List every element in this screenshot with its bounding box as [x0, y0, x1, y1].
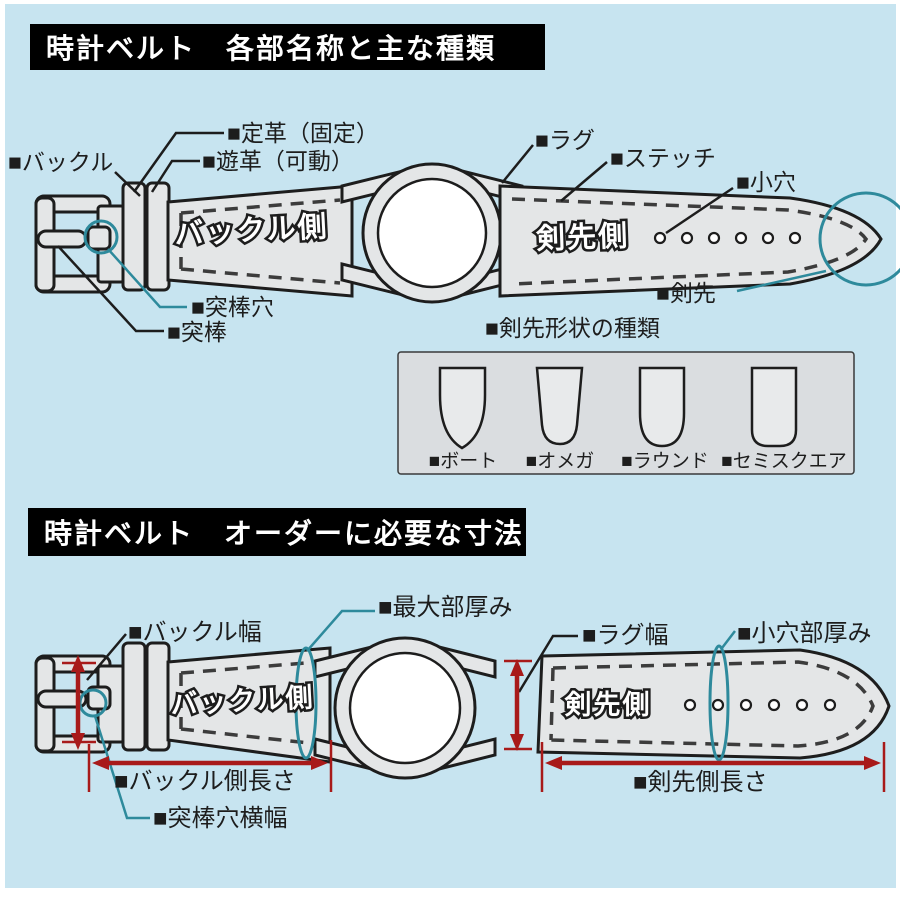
- movable-keeper-callout-line: [150, 159, 200, 193]
- fixed-keeper-callout-line: [132, 131, 224, 193]
- section2-title: 時計ベルト オーダーに必要な寸法: [44, 517, 524, 549]
- fixed-keeper-label: ■定革（固定）: [227, 120, 379, 146]
- tongue-hole-circle: [83, 219, 119, 255]
- shape-boat: [438, 366, 487, 450]
- tip-side-word2: 剣先側: [564, 690, 652, 720]
- section1-title-bar: [30, 24, 545, 70]
- section2: 時計ベルト オーダーに必要な寸法: [28, 508, 891, 832]
- tip-side-length-label: ■剣先側長さ: [633, 769, 768, 796]
- small-holes-callout-line: [665, 186, 734, 235]
- case-face2: [348, 651, 462, 765]
- buckle-callout-line: [114, 171, 141, 197]
- tongue-hole-label: ■突棒穴: [191, 294, 274, 320]
- tip-label: ■剣先: [656, 280, 716, 306]
- tip-side-word: 剣先側: [535, 219, 630, 255]
- tip-highlight-circle: [818, 191, 900, 287]
- watch-case-top: [340, 162, 524, 304]
- hole-thickness-ellipse: [708, 644, 730, 762]
- max-thickness-callout-line: [306, 609, 375, 652]
- buckle-side-stitch: [179, 198, 341, 285]
- keeper2b: [145, 641, 171, 752]
- shape-omega-label: ■オメガ: [526, 450, 594, 472]
- stitch-callout-line: [560, 161, 608, 202]
- shape-round-label: ■ラウンド: [621, 451, 708, 472]
- shape-omega: [535, 366, 584, 446]
- tip-callout-line: [736, 269, 827, 293]
- tip-side-stitch: [511, 197, 869, 286]
- tongue-hole-width-label: ■突棒穴横幅: [153, 805, 288, 832]
- stitch-label: ■ステッチ: [610, 145, 716, 171]
- shape-boat-label: ■ボート: [429, 450, 497, 472]
- lug-width-arrow: [504, 659, 532, 751]
- buckle-side-length-label: ■バックル側長さ: [114, 768, 296, 795]
- buckle-side-length-arrow: [87, 740, 333, 792]
- shape-semisquare-label: ■セミスクエア: [721, 450, 846, 472]
- buckle-width-label: ■バックル幅: [128, 619, 262, 646]
- section1-title: 時計ベルト 各部名称と主な種類: [46, 32, 496, 64]
- section1: 時計ベルト 各部名称と主な種類: [8, 24, 900, 475]
- buckle-width-callout-line: [86, 633, 127, 681]
- shape-round: [638, 366, 686, 448]
- buckle-side-stitch2: [179, 660, 319, 746]
- tip-side-length-arrow: [540, 742, 886, 792]
- buckle-side-word: バックル側: [174, 210, 330, 251]
- buckle-width-arrow: [62, 655, 96, 750]
- small-holes2: [683, 698, 837, 712]
- tongue-hole-width-callout-line: [93, 715, 150, 820]
- tongue-label: ■突棒: [167, 319, 227, 345]
- watch-case-bottom: [313, 636, 497, 780]
- keeper2a: [121, 641, 147, 752]
- hole-thickness-label: ■小穴部厚み: [737, 620, 872, 647]
- tip-shapes-box: ■ボート ■オメガ ■ラウンド ■セミスクエア: [397, 351, 855, 475]
- buckle-side-strap: [166, 184, 354, 298]
- max-thickness-label: ■最大部厚み: [378, 594, 513, 621]
- hole-thickness-callout-line: [721, 630, 736, 649]
- tongue-hole-callout-line: [107, 248, 187, 309]
- tip-shapes-panel: [397, 351, 855, 475]
- movable-keeper-shape: [145, 181, 171, 292]
- max-thickness-ellipse: [294, 646, 318, 760]
- section2-title-bar: [28, 508, 526, 556]
- case-face: [376, 177, 488, 289]
- lug-label: ■ラグ: [535, 127, 595, 153]
- tongue-tip: [86, 225, 112, 251]
- buckle-label: ■バックル: [8, 149, 113, 175]
- shape-semisquare: [750, 366, 798, 448]
- lug-width-callout-line: [517, 634, 578, 693]
- movable-keeper-label: ■遊革（可動）: [202, 148, 354, 174]
- small-holes-label: ■小穴: [736, 169, 796, 195]
- tip-side-stitch2: [549, 660, 875, 748]
- tip-shapes-heading: ■剣先形状の種類: [485, 315, 660, 341]
- small-holes: [653, 231, 802, 245]
- buckle-side-word2: バックル側: [170, 682, 316, 720]
- buckle2-tongue-bar: [36, 689, 88, 709]
- buckle-top: [34, 194, 112, 294]
- lug-width-label: ■ラグ幅: [582, 622, 669, 649]
- fixed-keeper-shape: [121, 181, 147, 292]
- lug-callout-line: [501, 144, 534, 184]
- tongue-callout-line: [57, 245, 164, 333]
- buckle-tongue-bar: [36, 229, 88, 249]
